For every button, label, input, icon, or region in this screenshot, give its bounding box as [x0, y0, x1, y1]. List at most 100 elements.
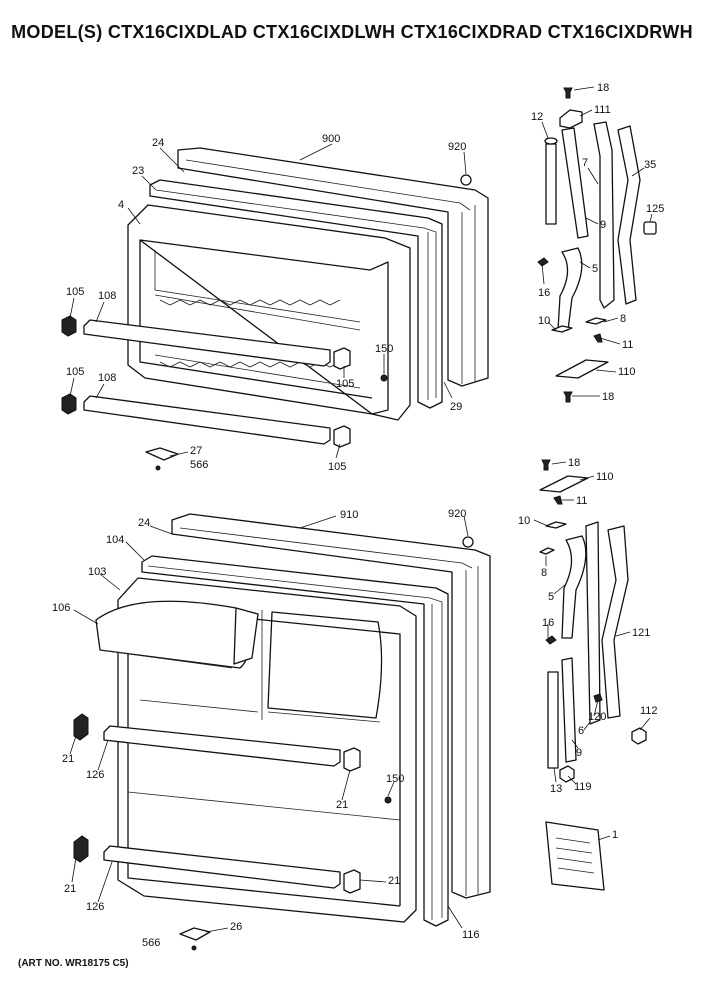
ff-washer-10 [545, 521, 567, 529]
ff-trim-13 [547, 671, 559, 769]
trim-35 [617, 125, 641, 305]
freezer-shelf-bar-upper [83, 319, 331, 367]
hinge-110 [555, 359, 609, 379]
freezer-shelf-cap-right-upper [333, 347, 351, 370]
ff-trim-6 [585, 521, 601, 725]
freezer-part-27 [145, 447, 179, 461]
callout-12: 12 [531, 111, 543, 123]
freezer-screw-566 [155, 465, 161, 471]
fresh-food-outer-door [171, 513, 491, 899]
screw-18-bottom [563, 391, 573, 403]
callout-11-fresh: 11 [576, 495, 587, 507]
fresh-food-gasket [141, 555, 449, 927]
callout-4: 4 [118, 199, 124, 211]
screw-18-top [563, 87, 573, 99]
callout-11-freezer: 11 [622, 339, 633, 351]
callout-16-fresh: 16 [542, 617, 554, 629]
fresh-food-hinge-hole-plug [462, 536, 474, 548]
callout-8-fresh: 8 [541, 567, 547, 579]
ff-hinge-110 [539, 475, 589, 493]
callout-105-freezer-lower-right: 105 [328, 461, 346, 473]
callout-125: 125 [646, 203, 664, 215]
callout-21-upper-right: 21 [336, 799, 348, 811]
freezer-shelf-cap-left-upper [61, 315, 77, 337]
fresh-food-shelf-cap-left-upper [73, 713, 89, 741]
callout-111: 111 [594, 104, 611, 116]
fresh-food-screw-150 [384, 796, 392, 804]
callout-920-freezer: 920 [448, 141, 466, 153]
callout-21-upper-left: 21 [62, 753, 74, 765]
freezer-screw-150 [380, 374, 388, 382]
callout-18-fresh: 18 [568, 457, 580, 469]
callout-23: 23 [132, 165, 144, 177]
callout-5-fresh: 5 [548, 591, 554, 603]
callout-16-freezer: 16 [538, 287, 550, 299]
fresh-food-shelf-bar-upper [103, 725, 341, 767]
ff-trim-9 [561, 657, 577, 763]
callout-112: 112 [640, 705, 658, 717]
callout-119: 119 [574, 781, 592, 793]
freezer-hinge-hole-plug [460, 174, 472, 186]
ff-hinge-bracket-5 [561, 535, 587, 639]
ff-screw-120 [593, 693, 603, 703]
callout-13: 13 [550, 783, 562, 795]
ff-trim-121 [601, 525, 629, 719]
leader-lines [69, 86, 653, 933]
ff-spacer-8 [539, 547, 555, 555]
freezer-gasket [149, 179, 443, 409]
callout-10-fresh: 10 [518, 515, 530, 527]
fresh-food-shelf-cap-left-lower [73, 835, 89, 863]
callout-27: 27 [190, 445, 202, 457]
callout-920-fresh: 920 [448, 508, 466, 520]
callout-6: 6 [578, 725, 584, 737]
callout-105-freezer-upper-right: 105 [336, 378, 354, 390]
callout-8-freezer: 8 [620, 313, 626, 325]
callout-126-upper: 126 [86, 769, 104, 781]
ff-parts-card-1 [545, 821, 605, 891]
callout-21-lower-right: 21 [388, 875, 400, 887]
freezer-shelf-cap-right-lower [333, 425, 351, 448]
callout-5-freezer: 5 [592, 263, 598, 275]
callout-120: 120 [588, 711, 606, 723]
callout-104: 104 [106, 534, 124, 546]
callout-7: 7 [582, 157, 588, 169]
hinge-pin-125 [643, 221, 657, 235]
callout-26: 26 [230, 921, 242, 933]
callout-110-fresh: 110 [596, 471, 614, 483]
art-number: (ART NO. WR18175 C5) [18, 958, 129, 969]
callout-35: 35 [644, 159, 656, 171]
callout-18-freezer-top: 18 [597, 82, 609, 94]
callout-10-freezer: 10 [538, 315, 550, 327]
freezer-door-liner [127, 204, 411, 421]
diagram-title: MODEL(S) CTX16CIXDLAD CTX16CIXDLWH CTX16… [11, 22, 693, 42]
callout-566-fresh: 566 [142, 937, 160, 949]
fresh-food-shelf-bar-lower [103, 845, 341, 889]
hinge-cap-111 [559, 109, 583, 129]
callout-910: 910 [340, 509, 358, 521]
fresh-food-hinge-hardware [539, 459, 647, 891]
trim-9 [561, 127, 589, 239]
callout-106: 106 [52, 602, 70, 614]
callout-116: 116 [462, 929, 480, 941]
callout-21-lower-left: 21 [64, 883, 76, 895]
callout-1: 1 [612, 829, 618, 841]
callout-105-freezer-lower-left: 105 [66, 366, 84, 378]
freezer-door-group [61, 147, 489, 471]
callout-108-lower: 108 [98, 372, 116, 384]
callout-108-upper: 108 [98, 290, 116, 302]
ff-screw-11 [553, 495, 563, 505]
callout-103: 103 [88, 566, 106, 578]
callout-105-freezer-upper-left: 105 [66, 286, 84, 298]
freezer-shelf-cap-left-lower [61, 393, 77, 415]
freezer-hinge-hardware [537, 87, 657, 403]
callout-110-freezer: 110 [618, 366, 636, 378]
callout-24-fresh: 24 [138, 517, 150, 529]
ff-screw-18 [541, 459, 551, 471]
fresh-food-part-26 [179, 927, 211, 941]
freezer-shelf-bar-lower [83, 395, 331, 445]
fresh-food-shelf-cap-right-upper [343, 747, 361, 772]
screw-11 [593, 333, 603, 343]
callout-29: 29 [450, 401, 462, 413]
freezer-outer-door [177, 147, 489, 387]
